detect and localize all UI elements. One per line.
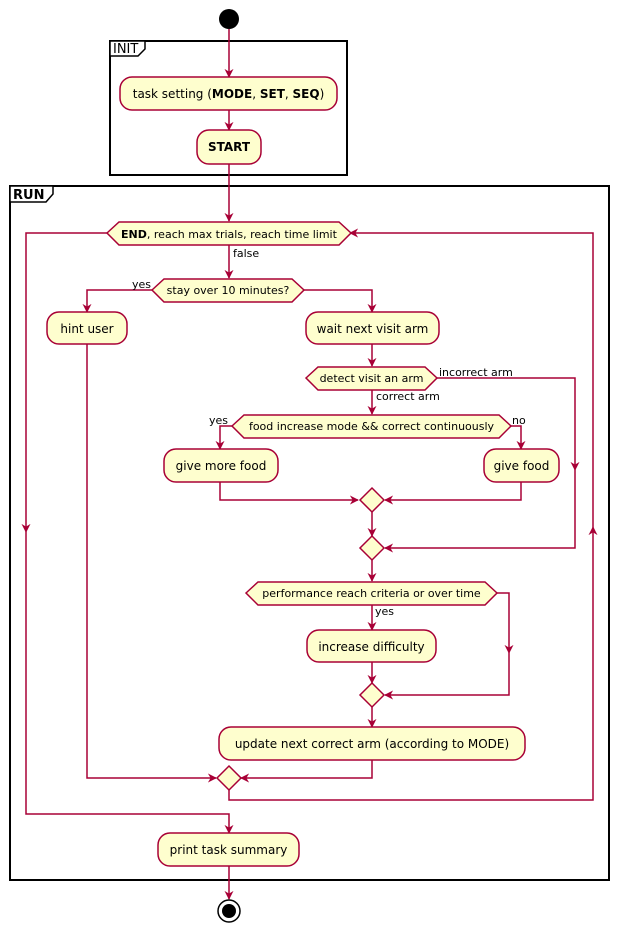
hint-user-label: hint user [60, 322, 113, 336]
give-food-node: give food [483, 448, 560, 483]
edge-food-more [215, 425, 232, 450]
edge-detect-incorrect [437, 377, 580, 471]
edge-update-merge4 [240, 760, 373, 783]
update-next-arm-label: update next correct arm (according to MO… [235, 737, 509, 751]
edge-more-merge [219, 482, 359, 505]
food-increase-decision: food increase mode && correct continuous… [230, 414, 513, 439]
edge-loop-exit-b [25, 532, 234, 834]
give-food-label: give food [494, 459, 550, 473]
wait-next-visit-arm-label: wait next visit arm [317, 322, 429, 336]
merge-diamond-2 [358, 534, 386, 562]
detect-visit-arm-label: detect visit an arm [320, 372, 424, 385]
start-node [219, 9, 239, 29]
task-setting-label: task setting (MODE, SET, SEQ) [133, 87, 325, 101]
start-action-label: START [208, 140, 251, 154]
edge-hint-merge4 [86, 344, 217, 783]
update-next-arm-node: update next correct arm (according to MO… [218, 726, 526, 761]
give-more-food-node: give more food [163, 448, 279, 483]
merge-diamond-1 [358, 486, 386, 514]
edge-perf-right [497, 592, 514, 654]
loop-condition-label: END, reach max trials, reach time limit [121, 228, 338, 241]
food-increase-label: food increase mode && correct continuous… [249, 420, 495, 433]
label-yes-perf: yes [375, 605, 394, 618]
label-no-food: no [512, 414, 526, 427]
label-yes-stay: yes [132, 278, 151, 291]
run-partition: RUN [9, 185, 610, 881]
print-summary-node: print task summary [157, 832, 300, 867]
merge-diamond-3 [358, 681, 386, 709]
merge-diamond-4 [215, 764, 243, 792]
hint-user-node: hint user [46, 311, 128, 345]
print-summary-label: print task summary [170, 843, 288, 857]
label-incorrect-arm: incorrect arm [439, 366, 513, 379]
edges [21, 29, 598, 900]
label-yes-food: yes [209, 414, 228, 427]
stay-over-label: stay over 10 minutes? [167, 284, 290, 297]
stay-over-decision: stay over 10 minutes? [150, 278, 306, 303]
edge-stay-wait [304, 289, 377, 313]
performance-decision: performance reach criteria or over time [244, 581, 499, 606]
edge-stay-hint [82, 289, 152, 313]
edge-labels: false yes incorrect arm correct arm yes … [132, 247, 526, 618]
loop-condition-node: END, reach max trials, reach time limit [105, 221, 353, 246]
give-more-food-label: give more food [176, 459, 267, 473]
edge-loop-back-b [349, 228, 594, 527]
run-partition-label: RUN [13, 188, 44, 203]
edge-perf-merge3 [384, 653, 510, 700]
init-partition-label: INIT [113, 42, 138, 57]
edge-loop-back-a [228, 526, 598, 801]
increase-difficulty-node: increase difficulty [306, 629, 437, 663]
end-node [217, 899, 241, 923]
performance-label: performance reach criteria or over time [262, 587, 481, 600]
edge-give-merge [384, 482, 522, 505]
label-correct-arm: correct arm [376, 390, 440, 403]
label-false: false [233, 247, 259, 260]
detect-visit-arm-decision: detect visit an arm [304, 366, 439, 391]
increase-difficulty-label: increase difficulty [318, 640, 424, 654]
start-action-node: START [196, 129, 262, 165]
wait-next-visit-arm-node: wait next visit arm [305, 311, 440, 345]
task-setting-node: task setting (MODE, SET, SEQ) [119, 76, 338, 111]
edge-food-give [511, 425, 526, 450]
edge-loop-exit-a [21, 232, 107, 533]
edge-incorrect-merge [384, 470, 576, 553]
